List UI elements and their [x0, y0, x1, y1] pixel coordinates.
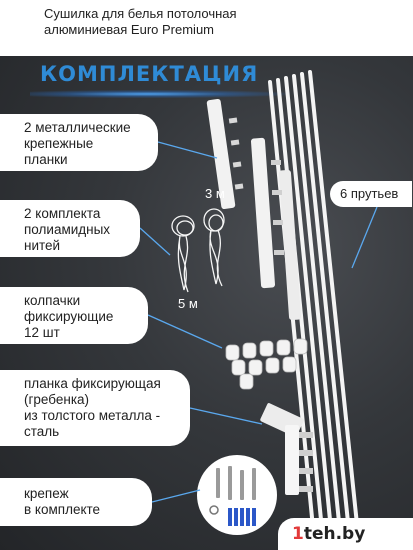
item-mounting-brackets: 2 металлические крепежные планки — [0, 114, 158, 171]
bracket-illustration — [206, 98, 244, 210]
item-text-line: колпачки — [24, 293, 81, 308]
item-text-line: в комплекте — [24, 502, 101, 517]
header-bar: Сушилка для белья потолочная алюминиевая… — [0, 0, 413, 56]
brand-logo: 1teh.by — [278, 518, 413, 550]
item-text-line: нитей — [24, 238, 61, 253]
item-comb-plate: планка фиксирующая (гребенка) из толстог… — [0, 370, 190, 446]
item-text-line: сталь — [24, 424, 60, 439]
cord-illustration — [171, 208, 225, 293]
comb-plate-illustration — [260, 403, 313, 495]
item-text-line: планки — [24, 152, 68, 167]
cord-length-label: 5 м — [178, 296, 198, 311]
product-title: Сушилка для белья потолочная алюминиевая… — [44, 6, 364, 38]
item-cord-sets: 2 комплекта полиамидных нитей — [0, 200, 140, 257]
item-hardware: крепеж в комплекте — [0, 478, 152, 526]
bracket-length-label: 3 м — [205, 186, 225, 201]
rods-illustration — [268, 70, 360, 536]
brand-logo-digit: 1 — [292, 524, 304, 544]
item-caps: колпачки фиксирующие 12 шт — [0, 287, 148, 344]
rods-count-label: 6 прутьев — [330, 181, 412, 207]
bracket-illustration — [250, 137, 302, 321]
brand-logo-text: teh.by — [303, 524, 366, 544]
item-text-line: 2 комплекта — [24, 206, 101, 221]
hardware-illustration — [197, 455, 277, 535]
title-glow-underline — [30, 90, 290, 98]
item-text-line: 12 шт — [24, 325, 60, 340]
item-text-line: крепеж — [24, 486, 69, 501]
item-text-line: крепежные — [24, 136, 94, 151]
item-text-line: (гребенка) — [24, 392, 90, 407]
product-title-line: Сушилка для белья потолочная — [44, 6, 237, 21]
section-title: КОМПЛЕКТАЦИЯ — [40, 62, 259, 86]
item-text-line: из толстого металла - — [24, 408, 161, 423]
connector-lines — [139, 141, 378, 503]
item-text-line: планка фиксирующая — [24, 376, 161, 391]
caps-illustration — [225, 338, 308, 390]
item-text-line: фиксирующие — [24, 309, 114, 324]
product-title-line: алюминиевая Euro Premium — [44, 22, 215, 37]
item-text-line: полиамидных — [24, 222, 111, 237]
item-text-line: 2 металлические — [24, 120, 131, 135]
